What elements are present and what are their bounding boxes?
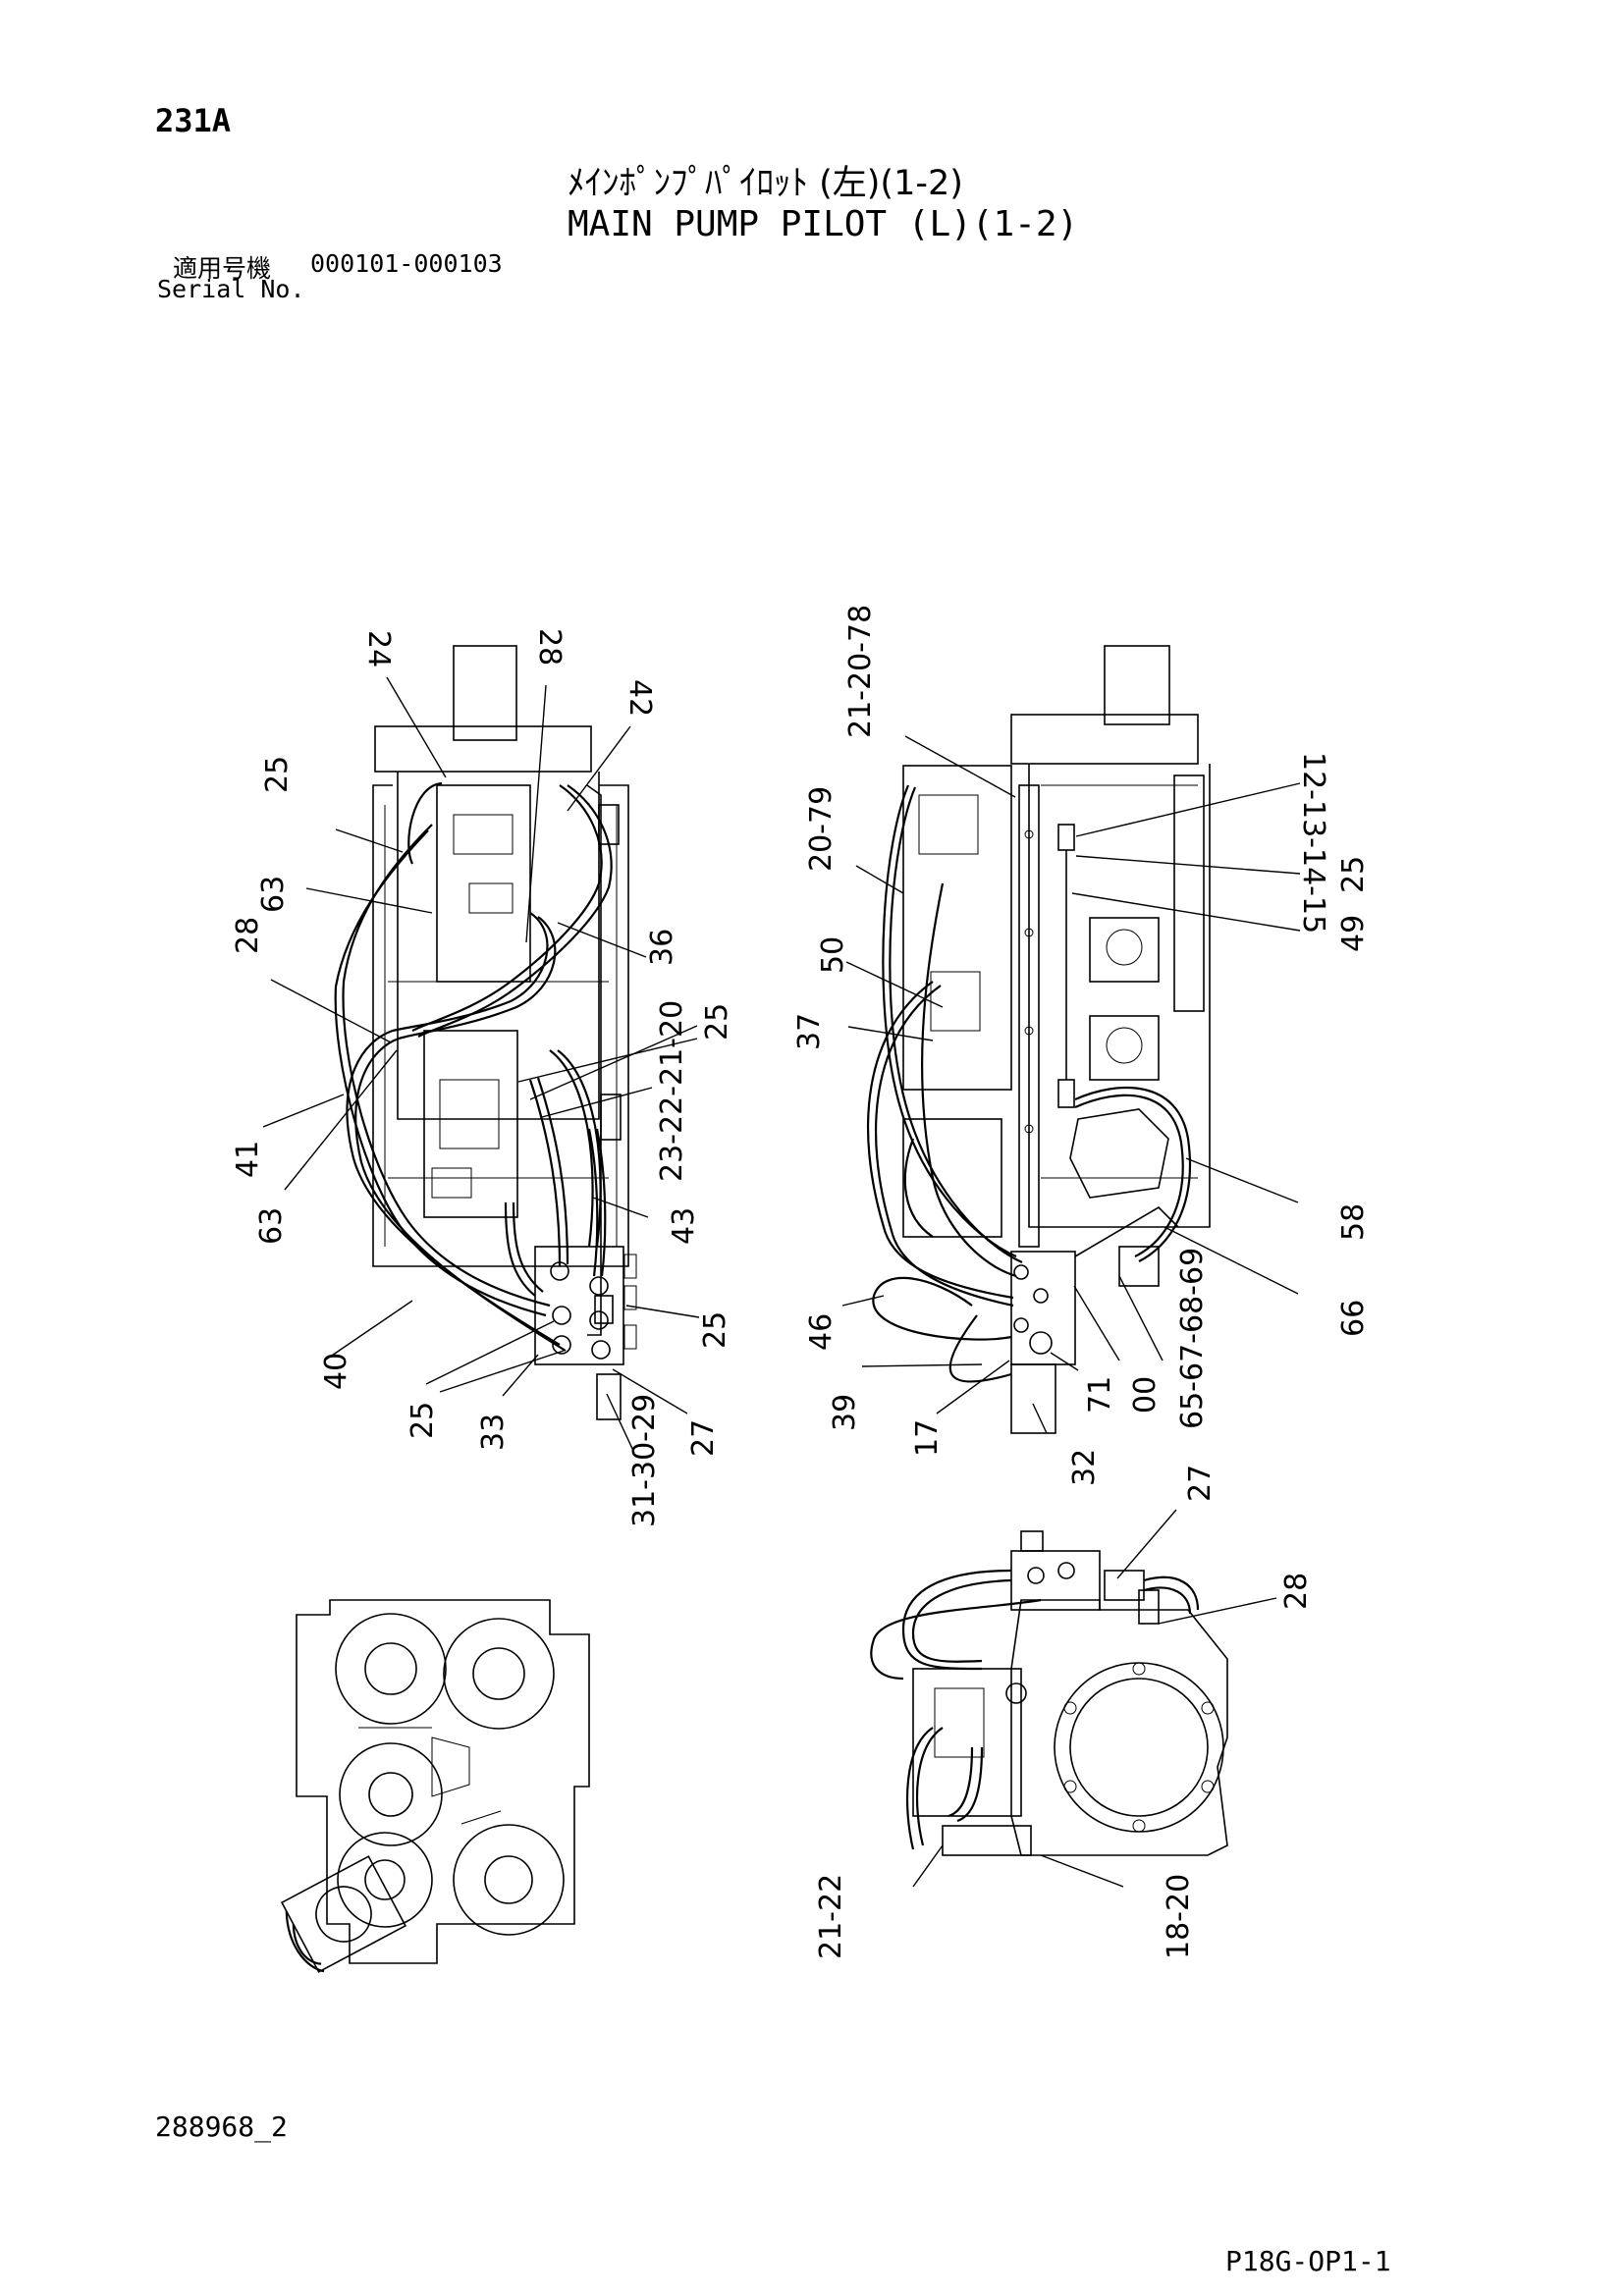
callout-label: 49	[1336, 915, 1371, 952]
serial-label-japanese: 適用号機	[173, 254, 272, 283]
callout-label: 25	[260, 756, 295, 793]
callout-label: 65-67-68-69	[1175, 1248, 1210, 1429]
callout-label: 71	[1083, 1376, 1117, 1414]
callout-label: 25	[700, 1003, 734, 1041]
callout-label: 43	[667, 1207, 701, 1245]
callout-label: 28	[532, 628, 567, 666]
title-japanese: ﾒｲﾝﾎﾟﾝﾌﾟﾊﾟｲﾛｯﾄ (左)(1-2)	[568, 164, 963, 203]
callout-label: 40	[319, 1353, 353, 1390]
callout-label: 25	[698, 1311, 732, 1349]
callout-label: 33	[476, 1414, 511, 1451]
callout-label: 25	[1336, 856, 1371, 893]
right-view	[841, 645, 1301, 1434]
callout-label: 31-30-29	[627, 1394, 662, 1527]
serial-range: 000101-000103	[310, 249, 503, 278]
callout-label: 20-79	[804, 786, 839, 872]
callout-label: 27	[1183, 1465, 1218, 1502]
callout-label: 63	[256, 876, 291, 913]
callout-label: 24	[361, 630, 396, 667]
callout-label: 17	[910, 1419, 945, 1457]
callout-label: 27	[686, 1419, 721, 1457]
callout-label: 21-22	[814, 1874, 848, 1959]
serial-label-english: Serial No.	[157, 275, 305, 303]
callout-label: 39	[828, 1394, 862, 1431]
callout-label: 25	[406, 1402, 440, 1439]
callout-label: 50	[816, 936, 850, 974]
left-view	[262, 645, 700, 1454]
callout-label: 18-20	[1162, 1874, 1196, 1959]
document-code: 288968_2	[155, 2110, 288, 2143]
callout-label: 28	[231, 917, 265, 954]
top-view	[280, 1599, 590, 1973]
sheet-code: P18G-OP1-1	[1225, 2245, 1391, 2277]
end-view	[870, 1509, 1277, 1888]
title-english: MAIN PUMP PILOT (L)(1-2)	[568, 204, 1079, 244]
callout-label: 41	[231, 1141, 265, 1178]
callout-label: 23-22-21-20	[655, 1000, 689, 1182]
callout-label: 58	[1336, 1203, 1371, 1241]
callout-label: 00	[1128, 1376, 1163, 1414]
callout-label: 36	[645, 929, 679, 966]
callout-label: 46	[804, 1313, 839, 1351]
page-number: 231A	[155, 102, 232, 139]
callout-label: 42	[623, 679, 657, 717]
callout-label: 32	[1067, 1449, 1102, 1486]
callout-label: 63	[254, 1207, 289, 1245]
callout-label: 37	[792, 1013, 827, 1050]
callout-labels: 24 28 42 25 63 28 36 25 41 63 23-22-21-2…	[231, 605, 1371, 1959]
callout-label: 21-20-78	[843, 605, 878, 738]
callout-label: 66	[1336, 1300, 1371, 1337]
callout-label: 12-13-14-15	[1296, 752, 1330, 934]
callout-label: 28	[1279, 1573, 1314, 1610]
